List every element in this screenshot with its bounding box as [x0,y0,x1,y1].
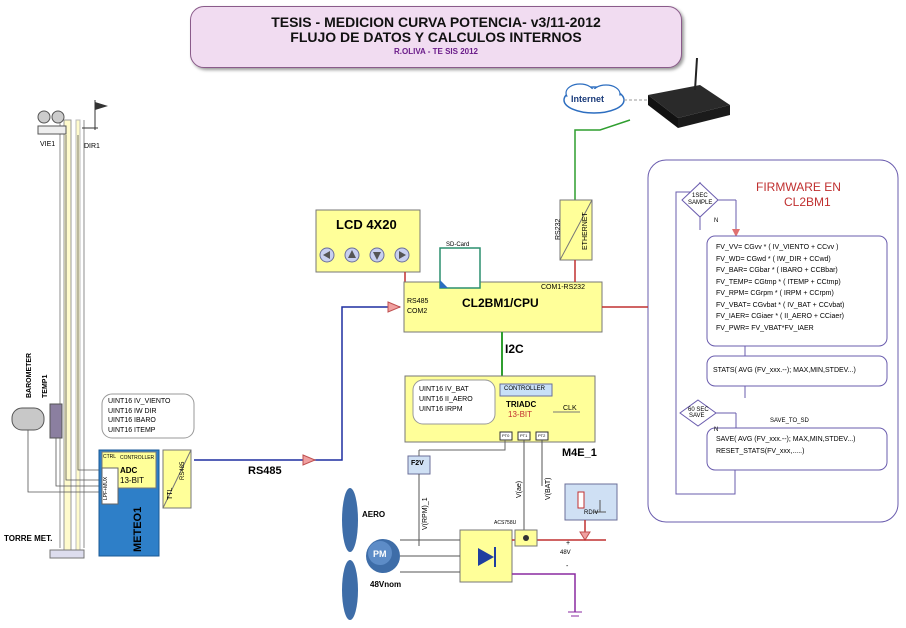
title-box: TESIS - MEDICION CURVA POTENCIA- v3/11-2… [190,6,682,68]
m4e-var: UINT16 IV_BAT [419,386,469,393]
barometer-label: BAROMETER [26,352,33,398]
meteo-ctrl: CTRL [103,454,117,460]
formula-line: FV_VBAT= CGvbat * ( IV_BAT + CCvbat) [716,301,845,309]
decision-no-2: N [714,427,719,433]
vbat-label: V(BAT) [545,477,552,500]
wind-vane-icon [82,100,108,130]
formula-line: FV_PWR= FV_VBAT*FV_IAER [716,324,814,332]
rs232-label: RS232 [555,218,562,240]
dir1-label: DIR1 [84,143,100,150]
meteo-var: UINT16 IBARO [108,417,156,424]
sensor-label: ACS758U [494,520,517,526]
m4e-var: UINT16 IRPM [419,406,463,413]
cpu-label: CL2BM1/CPU [462,296,539,310]
meteo-bits: 13-BIT [120,476,145,485]
m4e-port-2: PT2 [538,433,546,438]
sample-label-2: SAMPLE [688,200,713,206]
vrpm-label: V(RPM)_1 [422,497,429,530]
m4e-label: M4E_1 [562,447,597,459]
title-author: R.OLIVA - TE SIS 2012 [393,47,479,56]
turbine-icon [342,488,400,620]
m4e-port-0: PT0 [502,433,510,438]
formula-line: FV_IAER= CGiaer * ( II_AERO + CCiaer) [716,313,844,320]
m4e-bits: 13-BIT [508,410,533,419]
ethernet-label: ETHERNET [582,212,589,250]
rdiv-box [564,483,618,521]
formula-line: FV_BAR= CGbar * ( IBARO + CCBbar) [716,267,838,274]
f2v-label: F2V [411,460,424,467]
formula-line: FV_WD= CGwd * ( IW_DIR + CCwd) [716,255,831,263]
m4e-clk: CLK [563,405,577,412]
volts-label: 48V [560,550,571,556]
save-label-2: SAVE [689,413,705,419]
stats-text: STATS( AVG (FV_xxx.--); MAX,MIN,STDEV...… [713,367,856,374]
save-list: SAVE( AVG (FV_xxx.--); MAX,MIN,STDEV...)… [716,434,884,457]
vae-label: V(ae) [516,480,523,498]
tower-label: TORRE MET. [4,534,53,543]
formula-list: FV_VV= CGvv * ( IV_VIENTO + CCvv ) FV_WD… [716,242,884,334]
formula-line: FV_VV= CGvv * ( IV_VIENTO + CCvv ) [716,244,839,251]
meteo-var: UINT16 IV_VIENTO [108,398,171,405]
meteo-var: UINT16 ITEMP [108,426,156,434]
save-to-sd-label: SAVE_TO_SD [770,418,809,424]
stats-box [706,355,888,387]
pm-label: PM [373,549,387,559]
save-line: RESET_STATS(FV_xxx,.....) [716,447,805,455]
ttl-label: TTL [167,487,174,500]
m4e-triadc: TRIADC [506,400,537,409]
title-line-1: TESIS - MEDICION CURVA POTENCIA- v3/11-2… [271,14,601,30]
router-icon [648,57,730,128]
meteo-var: UINT16 IW DIR [108,407,157,415]
rs485-bus-label: RS485 [248,465,282,477]
i2c-label: I2C [505,342,524,356]
m4e-vars: UINT16 IV_BAT UINT16 II_AERO UINT16 IRPM [419,385,473,415]
formula-line: FV_RPM= CGrpm * ( IRPM + CCrpm) [716,290,834,297]
lcd-title: LCD 4X20 [336,217,397,232]
rdiv-label: RDIV [584,510,599,516]
temp1-label: TEMP1 [42,374,49,398]
minus-label: - [566,563,569,570]
save-decision [679,399,717,427]
formula-box [706,235,888,347]
meteo-adc: ADC [120,466,138,475]
rs485-wire [194,306,400,461]
cpu-com1-label: COM1-RS232 [541,284,585,291]
sd-card-label: SD-Card [446,242,470,248]
temp-sensor-icon [49,403,63,439]
save-label-1: 60 SEC [688,407,709,413]
firmware-title-2: CL2BM1 [784,195,831,209]
meteo-lpf: LPF+MUX [103,476,109,500]
m4e-port-1: PT1 [520,433,528,438]
formula-line: FV_TEMP= CGtmp * ( ITEMP + CCtmp) [716,278,841,286]
meteo-vars: UINT16 IV_VIENTO UINT16 IW DIR UINT16 IB… [108,397,171,435]
firmware-title-1: FIRMWARE EN [756,180,841,194]
ttl-rs485-label: RS485 [180,461,186,480]
m4e-controller: CONTROLLER [504,386,546,392]
decision-no-1: N [714,218,719,224]
anemometer-icon [37,110,67,135]
sd-card-icon [439,247,481,289]
ethernet-wire [574,119,631,200]
vie1-label: VIE1 [40,141,56,148]
aero-label: AERO [362,510,386,519]
cpu-com2-label: COM2 [407,308,428,315]
m4e-var: UINT16 II_AERO [419,396,473,403]
save-box [706,427,888,471]
barometer-icon [11,407,45,431]
internet-label: Internet [571,94,605,104]
meteo-controller: CONTROLLER [120,455,155,461]
plus-label: + [566,540,571,547]
meteo-label: METEO1 [132,506,144,552]
vnom-label: 48Vnom [370,580,402,589]
cpu-rs485-label: RS485 [407,298,429,305]
save-line: SAVE( AVG (FV_xxx.--); MAX,MIN,STDEV...) [716,436,856,443]
sample-label-1: 1SEC [692,193,708,199]
title-line-2: FLUJO DE DATOS Y CALCULOS INTERNOS [290,29,582,45]
meteo-vars-box [101,393,195,439]
